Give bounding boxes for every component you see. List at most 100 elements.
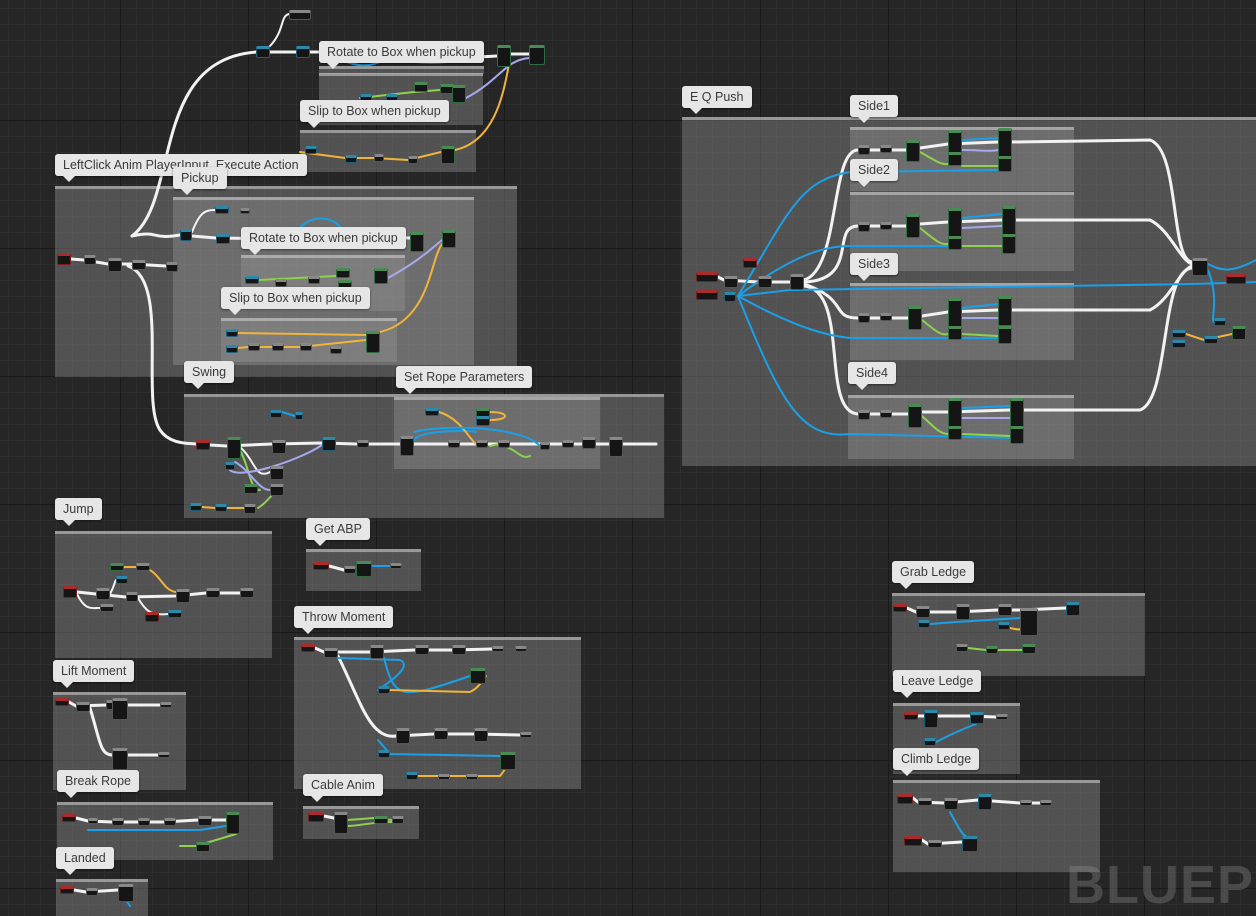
graph-node[interactable] [240, 588, 254, 598]
graph-node[interactable] [758, 276, 772, 288]
graph-node[interactable] [414, 82, 428, 92]
comment-landed-label[interactable]: Landed [56, 847, 114, 875]
graph-node[interactable] [396, 728, 410, 744]
graph-node[interactable] [452, 645, 466, 655]
graph-node[interactable] [858, 222, 870, 232]
graph-node[interactable] [62, 814, 76, 822]
comment-get-abp-label[interactable]: Get ABP [306, 518, 370, 546]
graph-node[interactable] [158, 752, 170, 758]
graph-node[interactable] [858, 410, 870, 420]
graph-node[interactable] [904, 712, 918, 720]
graph-node[interactable] [408, 156, 418, 164]
graph-node[interactable] [226, 345, 238, 353]
graph-node[interactable] [529, 45, 545, 65]
comment-rotate-to-box-top-label[interactable]: Rotate to Box when pickup [319, 41, 484, 69]
graph-node[interactable] [190, 503, 202, 511]
graph-node[interactable] [1022, 644, 1036, 654]
graph-node[interactable] [724, 276, 738, 288]
graph-node[interactable] [948, 398, 962, 428]
graph-node[interactable] [86, 888, 98, 896]
graph-node[interactable] [996, 714, 1008, 720]
graph-node[interactable] [906, 214, 920, 238]
graph-node[interactable] [138, 818, 150, 826]
graph-node[interactable] [978, 794, 992, 810]
graph-node[interactable] [410, 232, 424, 252]
graph-node[interactable] [948, 426, 962, 440]
graph-node[interactable] [256, 46, 270, 58]
graph-node[interactable] [970, 712, 984, 724]
graph-node[interactable] [112, 698, 128, 720]
graph-node[interactable] [176, 589, 190, 603]
graph-node[interactable] [904, 836, 922, 846]
graph-node[interactable] [244, 484, 258, 494]
graph-node[interactable] [986, 646, 998, 654]
graph-node[interactable] [132, 260, 146, 270]
graph-node[interactable] [225, 462, 235, 470]
graph-node[interactable] [1010, 426, 1024, 444]
comment-side4-label[interactable]: Side4 [848, 362, 896, 390]
graph-node[interactable] [84, 255, 96, 265]
graph-node[interactable] [918, 620, 930, 628]
graph-node[interactable] [1002, 234, 1016, 254]
graph-node[interactable] [906, 140, 920, 162]
graph-node[interactable] [216, 234, 230, 244]
graph-node[interactable] [88, 818, 98, 824]
comment-slip-to-box-inner-label[interactable]: Slip to Box when pickup [221, 287, 370, 315]
graph-node[interactable] [330, 346, 342, 354]
graph-node[interactable] [998, 622, 1010, 630]
graph-node[interactable] [196, 440, 210, 450]
graph-node[interactable] [245, 276, 259, 284]
graph-node[interactable] [308, 276, 320, 284]
graph-node[interactable] [520, 732, 532, 738]
comment-grab-ledge-box[interactable] [892, 593, 1145, 676]
graph-node[interactable] [100, 604, 114, 612]
graph-node[interactable] [180, 229, 192, 241]
graph-node[interactable] [724, 292, 736, 302]
graph-node[interactable] [562, 440, 574, 448]
graph-node[interactable] [944, 798, 958, 810]
comment-cable-anim-label[interactable]: Cable Anim [303, 774, 383, 802]
graph-node[interactable] [164, 818, 176, 826]
graph-node[interactable] [916, 606, 930, 618]
graph-node[interactable] [515, 646, 527, 652]
graph-node[interactable] [63, 586, 77, 598]
comment-rotate-to-box-header-strip-box[interactable] [319, 66, 484, 74]
graph-node[interactable] [336, 268, 350, 278]
graph-node[interactable] [166, 262, 178, 272]
graph-node[interactable] [1066, 602, 1080, 616]
comment-swing-label[interactable]: Swing [184, 361, 235, 389]
graph-node[interactable] [1226, 274, 1246, 284]
graph-node[interactable] [196, 842, 210, 852]
comment-side3-label[interactable]: Side3 [850, 253, 898, 281]
graph-node[interactable] [743, 258, 757, 268]
graph-node[interactable] [108, 258, 122, 272]
graph-node[interactable] [374, 268, 388, 284]
graph-node[interactable] [924, 710, 938, 728]
graph-node[interactable] [998, 296, 1012, 326]
graph-node[interactable] [474, 728, 488, 742]
graph-node[interactable] [406, 772, 418, 780]
graph-node[interactable] [452, 85, 466, 103]
graph-node[interactable] [438, 774, 450, 780]
graph-node[interactable] [998, 128, 1012, 158]
graph-node[interactable] [96, 588, 110, 600]
graph-node[interactable] [215, 504, 227, 512]
graph-node[interactable] [248, 343, 260, 351]
graph-node[interactable] [858, 313, 870, 323]
graph-node[interactable] [400, 436, 414, 456]
graph-node[interactable] [227, 437, 241, 459]
graph-node[interactable] [880, 410, 892, 418]
graph-node[interactable] [240, 208, 250, 214]
comment-slip-to-box-top-label[interactable]: Slip to Box when pickup [300, 100, 449, 128]
graph-node[interactable] [366, 331, 380, 353]
graph-node[interactable] [378, 750, 390, 758]
graph-node[interactable] [370, 645, 384, 659]
comment-climb-ledge-box[interactable] [893, 780, 1100, 872]
graph-node[interactable] [956, 604, 970, 620]
graph-node[interactable] [609, 437, 623, 457]
graph-node[interactable] [582, 437, 596, 449]
graph-node[interactable] [880, 313, 892, 321]
graph-node[interactable] [956, 644, 968, 652]
graph-node[interactable] [289, 10, 311, 20]
graph-node[interactable] [1002, 206, 1016, 236]
